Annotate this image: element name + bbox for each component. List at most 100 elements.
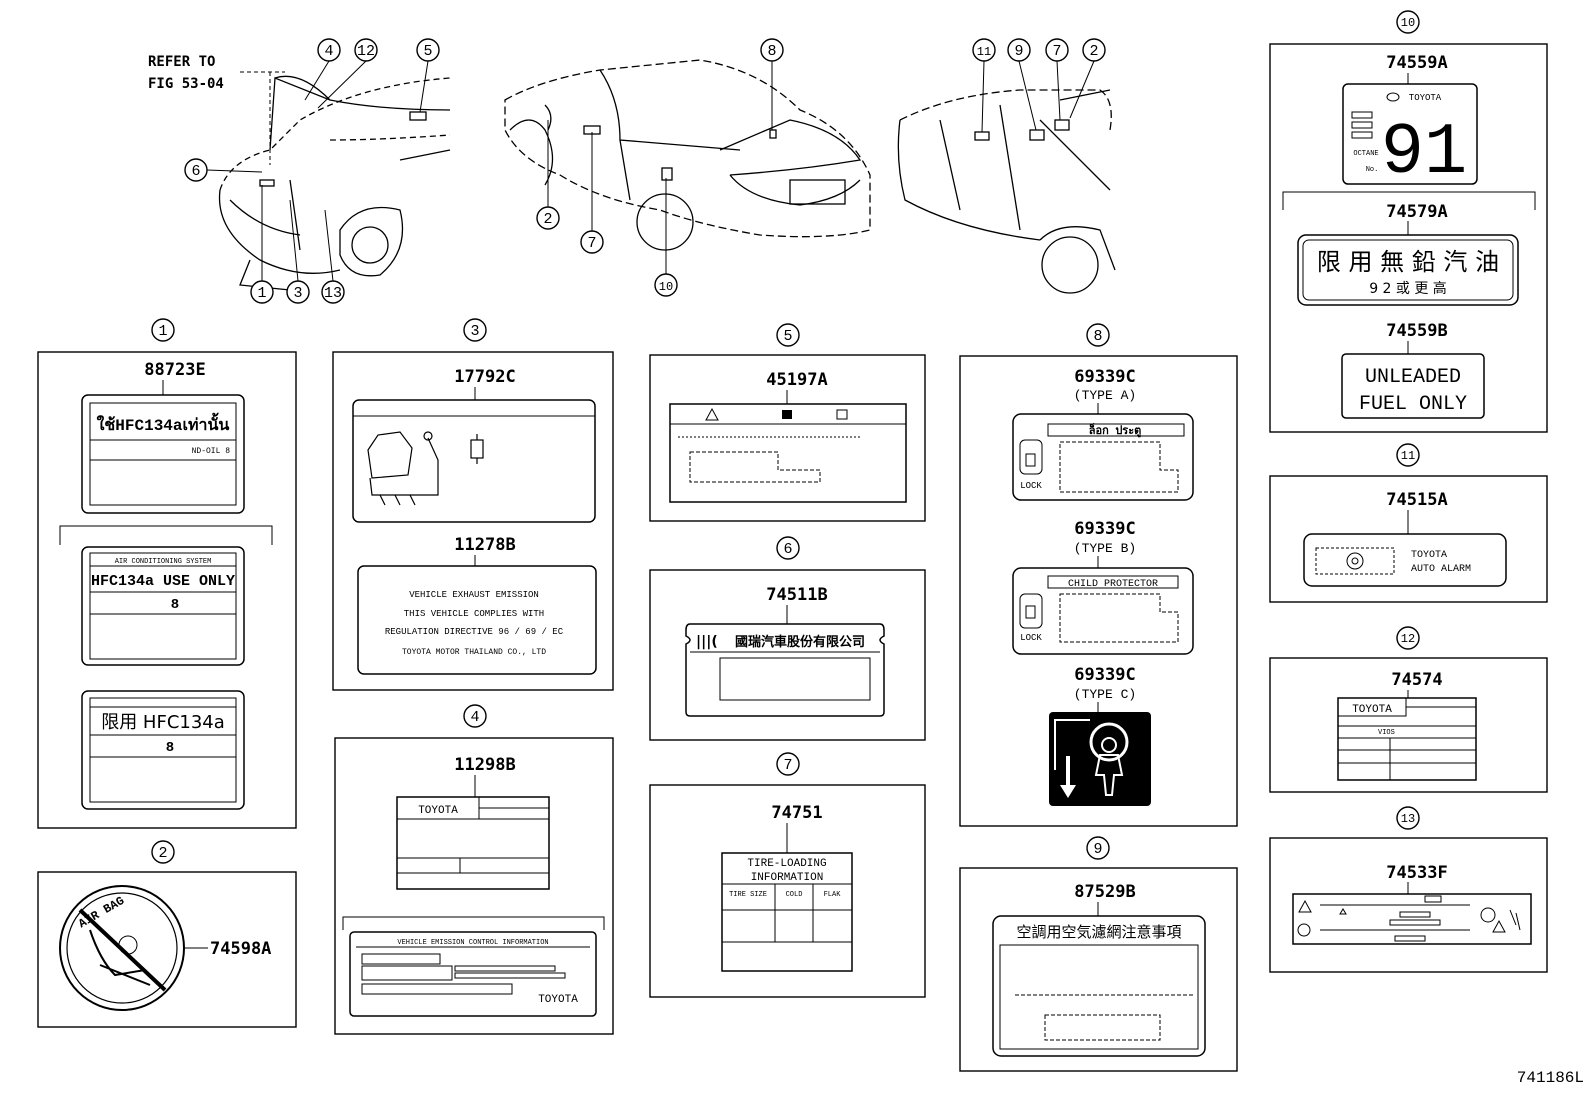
svg-text:88723E: 88723E: [144, 360, 205, 380]
car-rear-view: [504, 59, 871, 251]
svg-text:THIS VEHICLE COMPLIES WITH: THIS VEHICLE COMPLIES WITH: [404, 609, 544, 619]
svg-text:74559B: 74559B: [1386, 321, 1447, 341]
svg-text:國瑞汽車股份有限公司: 國瑞汽車股份有限公司: [735, 634, 865, 650]
svg-text:INFORMATION: INFORMATION: [751, 872, 824, 884]
svg-text:74515A: 74515A: [1386, 490, 1447, 510]
refer-to-label: REFER TO FIG 53-04: [148, 54, 285, 165]
svg-text:2: 2: [1089, 43, 1098, 60]
svg-text:8: 8: [166, 740, 174, 756]
svg-text:ND-OIL 8: ND-OIL 8: [192, 447, 231, 456]
svg-text:FLAK: FLAK: [824, 891, 842, 899]
svg-text:8: 8: [171, 597, 179, 613]
svg-text:空調用空気濾網注意事項: 空調用空気濾網注意事項: [1016, 923, 1181, 941]
panel-9: 9 87529B 空調用空気濾網注意事項: [959, 836, 1238, 1072]
svg-text:REFER TO: REFER TO: [148, 54, 215, 70]
svg-text:7: 7: [1052, 43, 1061, 60]
svg-text:2: 2: [158, 845, 167, 862]
svg-text:VEHICLE EMISSION CONTROL IN: VEHICLE EMISSION CONTROL INFORMATION: [397, 939, 548, 947]
panel-8: 8 69339C (TYPE A) LOCK ล็อก ประตู 69339C…: [959, 323, 1238, 827]
svg-text:10: 10: [1401, 16, 1415, 30]
svg-text:74511B: 74511B: [766, 585, 827, 605]
svg-text:69339C: 69339C: [1074, 367, 1135, 387]
svg-text:HFC134a USE ONLY: HFC134a USE ONLY: [91, 573, 235, 590]
svg-text:13: 13: [324, 285, 342, 302]
svg-text:No.: No.: [1366, 166, 1379, 174]
svg-text:87529B: 87529B: [1074, 882, 1135, 902]
panel-11: 11 74515A TOYOTA AUTO ALARM: [1269, 443, 1548, 603]
svg-text:ใช้HFC134aเท่านั้น: ใช้HFC134aเท่านั้น: [97, 412, 230, 435]
panel-13: 13 74533F: [1269, 806, 1548, 973]
svg-text:|||(: |||(: [696, 634, 718, 650]
svg-text:TOYOTA MOTOR THAILAND CO., LTD: TOYOTA MOTOR THAILAND CO., LTD: [402, 648, 546, 657]
svg-text:74574: 74574: [1391, 670, 1442, 690]
svg-text:12: 12: [1401, 632, 1415, 646]
svg-text:11: 11: [1401, 449, 1415, 463]
panel-10: 10 74559A TOYOTA 91 OCTANE No. 74579A 限 …: [1269, 10, 1548, 433]
svg-text:REGULATION DIRECTIVE 96 / 69: REGULATION DIRECTIVE 96 / 69 / EC: [385, 627, 564, 637]
svg-text:ล็อก ประตู: ล็อก ประตู: [1089, 423, 1142, 438]
svg-text:限 用 無 鉛 汽 油: 限 用 無 鉛 汽 油: [1317, 248, 1499, 276]
svg-text:74598A: 74598A: [210, 939, 271, 959]
svg-text:LOCK: LOCK: [1020, 481, 1042, 491]
svg-text:11298B: 11298B: [454, 755, 515, 775]
svg-text:69339C: 69339C: [1074, 519, 1135, 539]
svg-text:9 2 或 更 高: 9 2 或 更 高: [1369, 280, 1447, 297]
svg-text:4: 4: [324, 43, 333, 60]
panel-1: 1 88723E ใช้HFC134aเท่านั้น ND-OIL 8 AIR…: [37, 318, 297, 829]
panel-7: 7 74751 TIRE-LOADING INFORMATION TIRE SI…: [649, 752, 926, 998]
svg-text:UNLEADED: UNLEADED: [1365, 366, 1461, 389]
svg-text:13: 13: [1401, 812, 1415, 826]
svg-text:7: 7: [587, 235, 596, 252]
svg-text:4: 4: [470, 709, 479, 726]
svg-text:2: 2: [543, 211, 552, 228]
svg-text:COLD: COLD: [786, 891, 803, 899]
svg-text:LOCK: LOCK: [1020, 633, 1042, 643]
svg-text:OCTANE: OCTANE: [1353, 150, 1378, 158]
svg-text:TOYOTA: TOYOTA: [1411, 550, 1447, 561]
panel-2: 2 AIR BAG 74598A: [37, 840, 297, 1028]
callouts-car1: 4 12 5 6 1 3 13: [184, 38, 440, 304]
leaders-car1: [206, 60, 429, 282]
leaders-car2: [547, 61, 773, 274]
svg-text:6: 6: [191, 163, 200, 180]
svg-text:TOYOTA: TOYOTA: [1352, 704, 1392, 716]
panel-4: 4 11298B TOYOTA VEHICLE EMISSION CONTROL…: [334, 704, 614, 1035]
svg-text:TOYOTA: TOYOTA: [418, 805, 458, 817]
svg-text:VEHICLE EXHAUST EMISSION: VEHICLE EXHAUST EMISSION: [409, 590, 539, 600]
svg-text:8: 8: [767, 43, 776, 60]
svg-text:5: 5: [783, 328, 792, 345]
svg-text:45197A: 45197A: [766, 370, 827, 390]
svg-text:1: 1: [158, 323, 167, 340]
svg-text:69339C: 69339C: [1074, 665, 1135, 685]
svg-text:1: 1: [257, 285, 266, 302]
svg-text:TIRE SIZE: TIRE SIZE: [729, 891, 767, 899]
svg-text:11278B: 11278B: [454, 535, 515, 555]
svg-text:5: 5: [423, 43, 432, 60]
svg-text:7: 7: [783, 757, 792, 774]
figure-code: 741186L: [1517, 1069, 1584, 1087]
svg-text:74559A: 74559A: [1386, 53, 1447, 73]
panel-12: 12 74574 TOYOTA VIOS: [1269, 626, 1548, 793]
svg-text:(TYPE C): (TYPE C): [1074, 687, 1136, 702]
callouts-car3: 11 9 7 2: [972, 38, 1106, 62]
svg-text:17792C: 17792C: [454, 367, 515, 387]
svg-text:9: 9: [1093, 841, 1102, 858]
svg-text:6: 6: [783, 541, 792, 558]
panel-5: 5 45197A: [649, 323, 926, 522]
svg-text:TOYOTA: TOYOTA: [538, 994, 578, 1006]
callouts-car2: 8 2 7 10: [536, 38, 784, 297]
svg-text:(TYPE B): (TYPE B): [1074, 541, 1136, 556]
svg-text:TOYOTA: TOYOTA: [1409, 93, 1442, 103]
svg-text:8: 8: [1093, 328, 1102, 345]
svg-text:91: 91: [1381, 112, 1467, 194]
car-interior-view: [897, 89, 1116, 294]
svg-text:74533F: 74533F: [1386, 863, 1447, 883]
svg-text:9: 9: [1014, 43, 1023, 60]
svg-text:限用 HFC134a: 限用 HFC134a: [101, 712, 225, 733]
svg-text:AUTO ALARM: AUTO ALARM: [1411, 564, 1471, 575]
leaders-car3: [981, 60, 1095, 133]
svg-text:10: 10: [659, 280, 673, 294]
svg-text:(TYPE A): (TYPE A): [1074, 388, 1136, 403]
svg-text:CHILD PROTECTOR: CHILD PROTECTOR: [1068, 579, 1158, 590]
